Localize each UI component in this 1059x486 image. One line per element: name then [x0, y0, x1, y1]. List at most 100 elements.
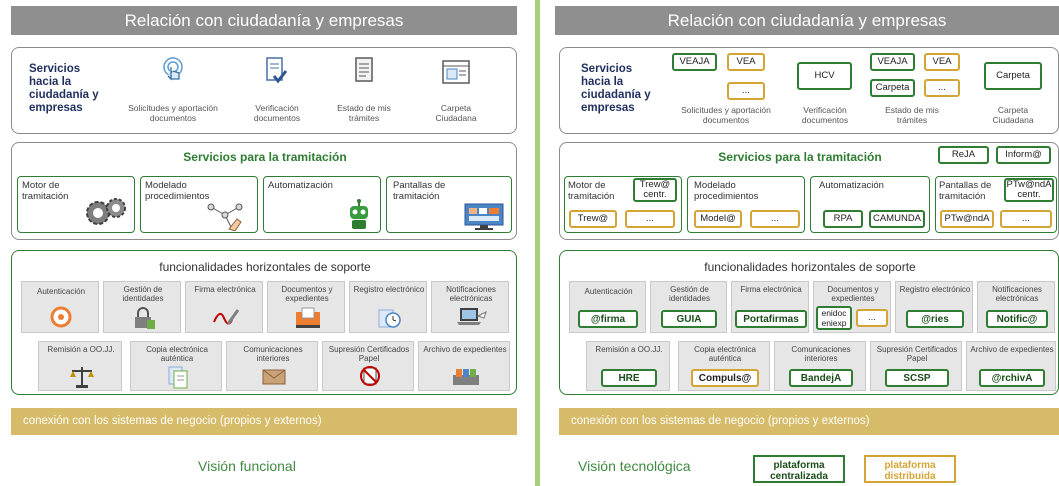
- func-copia: Copia electrónica auténtica Compuls@: [678, 341, 770, 391]
- func-notificaciones: Notificaciones electrónicas Notific@: [977, 281, 1055, 333]
- func-supresion: Supresión Certificados Papel SCSP: [870, 341, 962, 391]
- legend-centralizada-label: plataforma centralizada: [770, 460, 828, 482]
- tramitacion-label: Pantallas de tramitación: [939, 180, 992, 202]
- right-header: Relación con ciudadanía y empresas: [555, 6, 1059, 35]
- func-autenticacion: Autenticación @firma: [569, 281, 646, 333]
- tag-enidoc: enidoc eniexp: [816, 306, 852, 330]
- tag-ries: @ries: [906, 310, 964, 328]
- func-remision: Remisión a OO.JJ. HRE: [586, 341, 670, 391]
- gears-icon: [84, 195, 128, 232]
- horizontal-title: funcionalidades horizontales de soporte: [159, 260, 371, 274]
- func-documentos: Documentos y expedientes: [267, 281, 345, 333]
- tramitacion-modelado: Modelado procedimientos Model@ ...: [687, 176, 805, 233]
- tag-trew: Trew@: [569, 210, 617, 228]
- tag-scsp: SCSP: [885, 369, 949, 387]
- func-label: Archivo de expedientes: [970, 345, 1054, 354]
- tag-hre: HRE: [601, 369, 657, 387]
- tramitacion-label: Motor de tramitación: [568, 180, 615, 202]
- lock-icon: [132, 306, 156, 335]
- func-label: Firma electrónica: [194, 285, 256, 294]
- func-archivo: Archivo de expedientes @rchivA: [966, 341, 1056, 391]
- func-label: Notificaciones electrónicas: [446, 285, 496, 303]
- func-gestion-identidades: Gestión de identidades GUIA: [650, 281, 727, 333]
- document-check-icon: [265, 56, 288, 86]
- tag-vea-2: VEA: [924, 53, 960, 71]
- right-caption: Visión tecnológica: [578, 458, 691, 474]
- left-caption: Visión funcional: [198, 458, 296, 474]
- func-firma: Firma electrónica: [185, 281, 263, 333]
- left-horizontal-panel: funcionalidades horizontales de soporte …: [11, 250, 517, 395]
- left-tramitacion-panel: Servicios para la tramitación Motor de t…: [11, 142, 517, 240]
- func-label: Copia electrónica auténtica: [146, 345, 208, 363]
- func-label: Firma electrónica: [740, 285, 802, 294]
- left-services-panel: Servicios hacia la ciudadanía y empresas…: [11, 47, 517, 134]
- horizontal-title: funcionalidades horizontales de soporte: [704, 260, 916, 274]
- func-label: Copia electrónica auténtica: [694, 345, 756, 363]
- tag-hcv: HCV: [797, 62, 852, 90]
- tag-rpa: RPA: [823, 210, 863, 228]
- tag-ptwnda-centr: PTw@ndA centr.: [1004, 178, 1054, 202]
- tramitacion-label: Automatización: [819, 180, 884, 191]
- tramitacion-title: Servicios para la tramitación: [183, 150, 347, 164]
- func-label: Supresión Certificados Papel: [876, 345, 958, 363]
- tag-trew-centr: Trew@ centr.: [633, 178, 677, 202]
- tag-reja: ReJA: [938, 146, 989, 164]
- func-label: Gestión de identidades: [122, 285, 164, 303]
- func-label: Comunicaciones interiores: [243, 345, 303, 363]
- func-label: Documentos y expedientes: [827, 285, 879, 303]
- no-paper-icon: [359, 365, 381, 392]
- tag-guia: GUIA: [661, 310, 717, 328]
- tag-more-2: ...: [924, 79, 960, 97]
- tag-model: Model@: [694, 210, 742, 228]
- window-icon: [442, 60, 470, 84]
- tag-more-trew: ...: [625, 210, 675, 228]
- tag-notific: Notific@: [986, 310, 1048, 328]
- func-supresion: Supresión Certificados Papel: [322, 341, 414, 391]
- func-comunicaciones: Comunicaciones interiores: [226, 341, 318, 391]
- func-autenticacion: Autenticación: [21, 281, 99, 333]
- tramitacion-label: Pantallas de tramitación: [393, 180, 446, 202]
- func-registro: Registro electrónico @ries: [895, 281, 973, 333]
- func-label: Autenticación: [36, 287, 86, 296]
- tag-bandeja: BandejA: [789, 369, 853, 387]
- signature-icon: [212, 306, 240, 333]
- tag-more-enidoc: ...: [856, 309, 888, 327]
- copy-icon: [167, 365, 189, 394]
- service-label-solicitudes: Solicitudes y aportación documentos: [681, 105, 771, 125]
- service-label-carpeta: Carpeta Ciudadana: [435, 103, 477, 123]
- tag-vea-1: VEA: [727, 53, 765, 71]
- func-firma: Firma electrónica Portafirmas: [731, 281, 809, 333]
- legend-distribuida: plataforma distribuida: [864, 455, 956, 483]
- legend-distribuida-label: plataforma distribuida: [884, 460, 936, 482]
- tramitacion-modelado: Modelado procedimientos: [140, 176, 258, 233]
- scales-icon: [69, 365, 95, 394]
- service-label-estado: Estado de mis trámites: [337, 103, 391, 123]
- tag-more-model: ...: [750, 210, 800, 228]
- func-archivo: Archivo de expedientes: [418, 341, 510, 391]
- tramitacion-motor: Motor de tramitación: [17, 176, 135, 233]
- func-label: Documentos y expedientes: [281, 285, 333, 303]
- tramitacion-title: Servicios para la tramitación: [718, 150, 882, 164]
- tag-compuls: Compuls@: [691, 369, 759, 387]
- at-icon: [50, 306, 72, 333]
- diagram-icon: [203, 199, 247, 236]
- tramitacion-automatizacion: Automatización: [263, 176, 381, 233]
- tag-veaja-1: VEAJA: [672, 53, 717, 71]
- func-label: Comunicaciones interiores: [791, 345, 851, 363]
- tramitacion-pantallas: Pantallas de tramitación PTw@ndA centr. …: [935, 176, 1057, 233]
- func-label: Remisión a OO.JJ.: [47, 345, 115, 354]
- tag-carpeta-2: Carpeta: [870, 79, 915, 97]
- services-title: Servicios hacia la ciudadanía y empresas: [581, 63, 651, 114]
- tramitacion-label: Automatización: [268, 180, 333, 191]
- services-title: Servicios hacia la ciudadanía y empresas: [29, 63, 99, 114]
- func-label: Remisión a OO.JJ.: [595, 345, 663, 354]
- func-registro: Registro electrónico: [349, 281, 427, 333]
- func-label: Gestión de identidades: [669, 285, 710, 303]
- left-header: Relación con ciudadanía y empresas: [11, 6, 517, 35]
- func-label: Autenticación: [584, 287, 633, 296]
- func-comunicaciones: Comunicaciones interiores BandejA: [774, 341, 866, 391]
- tag-carpeta: Carpeta: [984, 62, 1042, 90]
- touch-icon: [160, 56, 188, 86]
- legend-centralizada: plataforma centralizada: [753, 455, 845, 483]
- clock-icon: [378, 306, 402, 335]
